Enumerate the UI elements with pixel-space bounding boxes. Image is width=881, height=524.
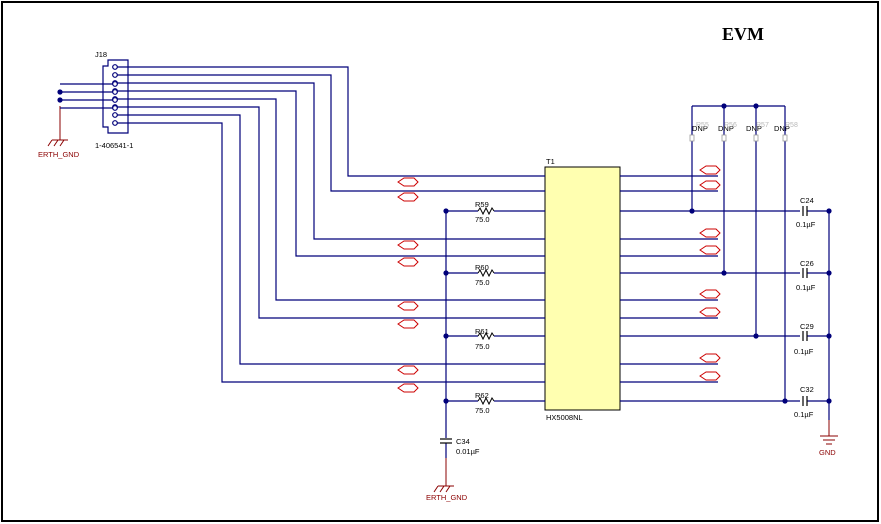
resistor-r61-ref: R61 (475, 327, 489, 336)
connector-pin (112, 105, 118, 111)
connector-pin (112, 81, 118, 87)
capacitor-c24-value: 0.1µF (796, 220, 816, 229)
dnp-label-r55: DNP (692, 124, 708, 133)
resistor-r61-value: 75.0 (475, 342, 490, 351)
net-flag-icon (699, 371, 721, 381)
resistor-r60-value: 75.0 (475, 278, 490, 287)
capacitor-c29-value: 0.1µF (794, 347, 814, 356)
junction-dot (57, 97, 63, 103)
wires (57, 66, 832, 458)
net-flag-icon (699, 228, 721, 238)
connector-part: 1-406541-1 (95, 141, 133, 150)
net-flag-icon (699, 165, 721, 175)
signal-ground-label: GND (819, 448, 836, 457)
net-flag-icon (397, 257, 419, 267)
connector-to-transformer-wire (117, 114, 510, 365)
resistor-symbol (477, 206, 495, 216)
connector-j18: J18 1-406541-1 (95, 50, 133, 150)
connector-pin (112, 72, 118, 78)
transformer-body (544, 166, 621, 411)
transformer-part: HX5008NL (546, 413, 583, 422)
resistor-r60-ref: R60 (475, 263, 489, 272)
resistor-symbol (477, 331, 495, 341)
capacitor-c34-value: 0.01µF (456, 447, 480, 456)
capacitor-c32-ref: C32 (800, 385, 814, 394)
connector-pin (112, 64, 118, 70)
net-flag-icon (699, 245, 721, 255)
resistor-r59-value: 75.0 (475, 215, 490, 224)
net-flag-icon (699, 289, 721, 299)
capacitor-c24-ref: C24 (800, 196, 814, 205)
dnp-label-r58: DNP (774, 124, 790, 133)
dnp-ref-r57: R57 (756, 122, 769, 129)
capacitor-c29-ref: C29 (800, 322, 814, 331)
connector-to-transformer-wire (117, 106, 510, 319)
net-flag-icon (397, 240, 419, 250)
net-flag-icon (699, 180, 721, 190)
resistor-symbol (477, 396, 495, 406)
resistor-symbol (477, 268, 495, 278)
signal-ground: GND (819, 420, 838, 457)
dnp-ref-r56: R56 (724, 122, 737, 129)
connector-pin (112, 89, 118, 95)
parts (397, 134, 808, 444)
connector-ref: J18 (95, 50, 107, 59)
capacitor-c32-value: 0.1µF (794, 410, 814, 419)
net-flag-icon (699, 353, 721, 363)
connector-pin (112, 97, 118, 103)
net-flag-icon (397, 177, 419, 187)
capacitor-c34-ref: C34 (456, 437, 470, 446)
dnp-label-r57: DNP (746, 124, 762, 133)
resistor-r62-ref: R62 (475, 391, 489, 400)
net-flag-icon (397, 319, 419, 329)
connector-pin (112, 112, 118, 118)
dnp-resistor-symbol (782, 134, 788, 142)
transformer-ref: T1 (546, 157, 555, 166)
connector-to-transformer-wire (117, 98, 510, 301)
dnp-ref-r58: R58 (785, 122, 798, 129)
net-flag-icon (397, 301, 419, 311)
transformer-t1: T1 HX5008NL (544, 157, 621, 422)
connector-body (102, 59, 129, 134)
resistor-r62-value: 75.0 (475, 406, 490, 415)
capacitor-c26-ref: C26 (800, 259, 814, 268)
connector-to-transformer-wire (117, 66, 510, 177)
dnp-resistor-symbol (721, 134, 727, 142)
net-flag-icon (699, 307, 721, 317)
dnp-ref-r55: R55 (696, 122, 709, 129)
connector-to-transformer-wire (117, 122, 510, 383)
capacitor-c26-value: 0.1µF (796, 283, 816, 292)
earth-ground-bottom-label: ERTH_GND (426, 493, 468, 502)
sheet-title: EVM (722, 24, 764, 44)
connector-to-transformer-wire (117, 74, 510, 192)
earth-ground-top-label: ERTH_GND (38, 150, 80, 159)
dnp-resistor-symbol (689, 134, 695, 142)
dnp-label-r56: DNP (718, 124, 734, 133)
net-flag-icon (397, 365, 419, 375)
earth-ground-bottom: ERTH_GND (426, 458, 468, 502)
net-flag-icon (397, 383, 419, 393)
earth-ground-top: ERTH_GND (38, 106, 80, 159)
connector-to-transformer-wire (117, 82, 510, 240)
connector-to-transformer-wire (117, 90, 510, 257)
net-flag-icon (397, 192, 419, 202)
resistor-r59-ref: R59 (475, 200, 489, 209)
connector-pin (112, 120, 118, 126)
dnp-resistor-symbol (753, 134, 759, 142)
junction-dot (57, 89, 63, 95)
